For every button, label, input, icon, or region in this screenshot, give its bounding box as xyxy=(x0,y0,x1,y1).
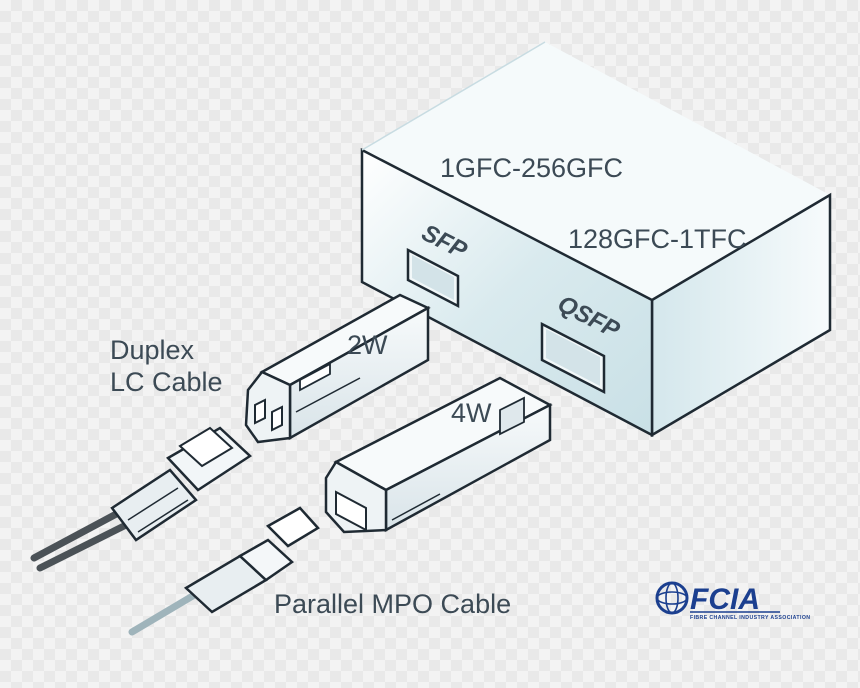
box-top-label: 1GFC-256GFC xyxy=(440,153,623,183)
sfp-module: 2W xyxy=(244,293,431,444)
chassis-box: 1GFC-256GFC 128GFC-1TFC SFP QSFP xyxy=(360,41,832,438)
sfp-port xyxy=(406,247,460,309)
mpo-label: Parallel MPO Cable xyxy=(274,589,511,619)
fcia-logo: FCIA FIBRE CHANNEL INDUSTRY ASSOCIATION xyxy=(655,581,810,621)
qsfp-module: 4W xyxy=(324,376,553,534)
duplex-label-line2: LC Cable xyxy=(110,367,223,397)
sfp-power-label: 2W xyxy=(347,330,388,360)
parallel-mpo-cable xyxy=(128,506,320,636)
fcia-tagline: FIBRE CHANNEL INDUSTRY ASSOCIATION xyxy=(690,615,810,621)
qsfp-port xyxy=(540,321,606,395)
box-right-label: 128GFC-1TFC xyxy=(568,224,747,254)
qsfp-power-label: 4W xyxy=(451,398,492,428)
duplex-lc-cable xyxy=(30,426,253,572)
duplex-label-line1: Duplex xyxy=(110,335,195,365)
fcia-wordmark: FCIA xyxy=(690,583,760,616)
chassis-top-edge xyxy=(361,41,546,151)
globe-icon xyxy=(655,581,689,615)
chassis-top-face xyxy=(362,42,830,300)
